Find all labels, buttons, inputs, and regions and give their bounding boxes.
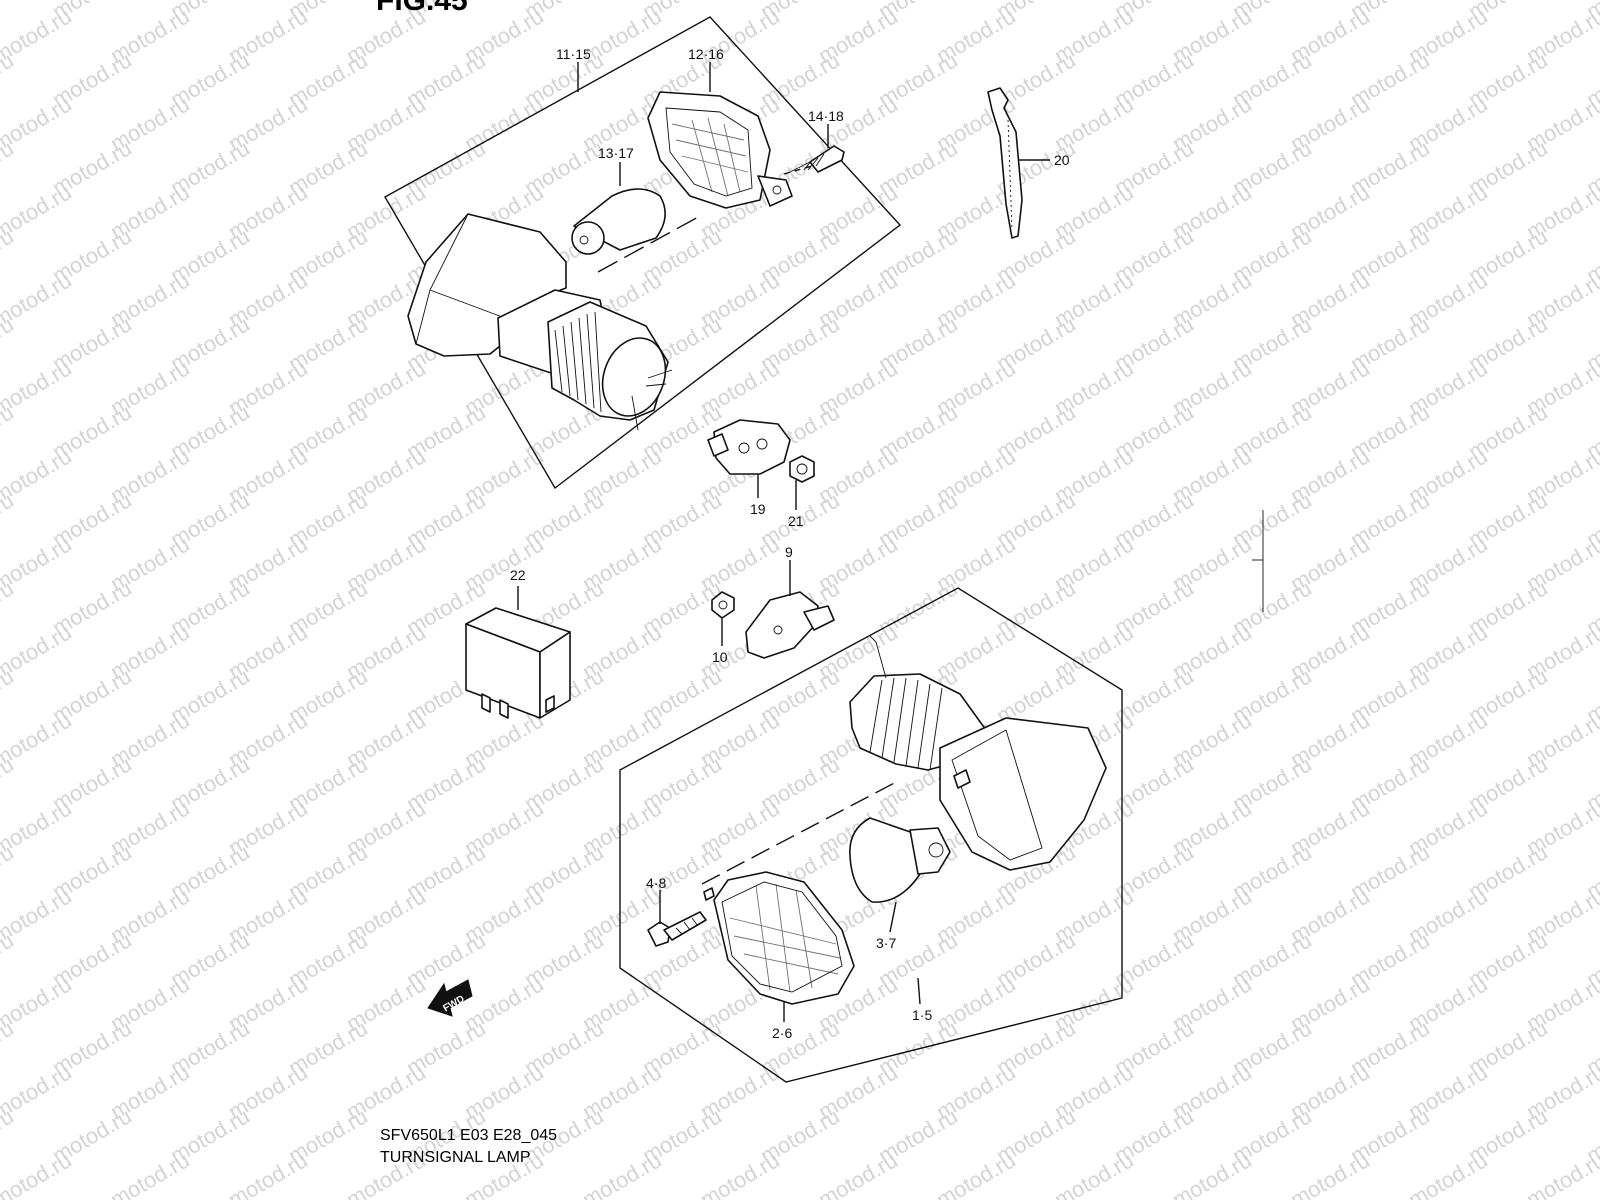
callout-10: 10 bbox=[712, 649, 728, 665]
lower-lead-wire bbox=[869, 635, 887, 679]
cable-tie bbox=[987, 87, 1023, 239]
lower-lamp-housing bbox=[939, 717, 1107, 871]
watermark-text: motod.ru bbox=[814, 1147, 902, 1200]
callout-9: 9 bbox=[785, 544, 793, 560]
callout-3-7: 3·7 bbox=[876, 935, 896, 951]
callout-11-15: 11·15 bbox=[556, 46, 591, 62]
callout-19: 19 bbox=[750, 501, 766, 517]
watermark-text: motod.ru bbox=[224, 1147, 312, 1200]
figure-title: FIG.45 bbox=[376, 0, 468, 17]
upper-assembly-boundary bbox=[384, 16, 902, 490]
lower-screw bbox=[647, 887, 715, 947]
lower-bulb bbox=[849, 817, 951, 903]
diagram-code: SFV650L1 E03 E28_045 bbox=[380, 1127, 557, 1144]
watermark-text: motod.ru bbox=[932, 1147, 1020, 1200]
callout-21: 21 bbox=[788, 513, 804, 529]
boot-end bbox=[601, 337, 667, 417]
callout-13-17: 13·17 bbox=[598, 145, 634, 161]
callout-12-16: 12·16 bbox=[688, 46, 724, 62]
nut-21 bbox=[789, 455, 815, 483]
callout-20: 20 bbox=[1054, 152, 1070, 168]
lower-housing-clip bbox=[953, 769, 971, 789]
lower-lamp-assembly bbox=[619, 587, 1123, 1083]
lower-housing-opening bbox=[951, 729, 1043, 861]
watermark-text: motod.ru bbox=[578, 1147, 666, 1200]
callout-1-5: 1·5 bbox=[912, 1007, 932, 1023]
watermark-text: motod.ru bbox=[106, 1147, 194, 1200]
lower-assembly-axis bbox=[701, 779, 901, 885]
lower-boot-ribs bbox=[869, 677, 943, 771]
mount-bracket-19 bbox=[707, 419, 791, 475]
lower-lens bbox=[713, 871, 855, 1005]
callout-leaders bbox=[517, 62, 1050, 1022]
nut-10 bbox=[711, 591, 735, 619]
watermark-text: motod.ru bbox=[1522, 1147, 1600, 1200]
watermark-text: motod.ru bbox=[1168, 1147, 1256, 1200]
lower-assembly-boundary bbox=[619, 587, 1123, 1083]
watermark-text: motod.ru bbox=[696, 1147, 784, 1200]
callout-22: 22 bbox=[510, 567, 526, 583]
mount-bracket-9 bbox=[745, 591, 835, 659]
callout-14-18: 14·18 bbox=[808, 108, 844, 124]
upper-lens bbox=[647, 91, 793, 209]
watermark-text: motod.ru bbox=[1286, 1147, 1374, 1200]
watermark-text: motod.ru bbox=[0, 0, 18, 24]
housing-edges bbox=[415, 213, 506, 345]
watermark-text: motod.ru bbox=[0, 1147, 76, 1200]
screw-axis bbox=[783, 165, 813, 175]
upper-bulb bbox=[571, 188, 666, 255]
watermark-text: motod.ru bbox=[1050, 1147, 1138, 1200]
callout-4-8: 4·8 bbox=[646, 875, 666, 891]
turnsignal-relay bbox=[465, 607, 571, 719]
diagram-name: TURNSIGNAL LAMP bbox=[380, 1149, 531, 1166]
callout-2-6: 2·6 bbox=[772, 1025, 792, 1041]
watermark-text: motod.ru bbox=[1404, 1147, 1492, 1200]
upper-assembly-axis bbox=[597, 215, 701, 273]
boot-ribs bbox=[554, 311, 602, 413]
upper-lead-wires bbox=[631, 369, 673, 431]
upper-screw bbox=[789, 145, 845, 173]
upper-lamp-assembly bbox=[384, 16, 902, 490]
